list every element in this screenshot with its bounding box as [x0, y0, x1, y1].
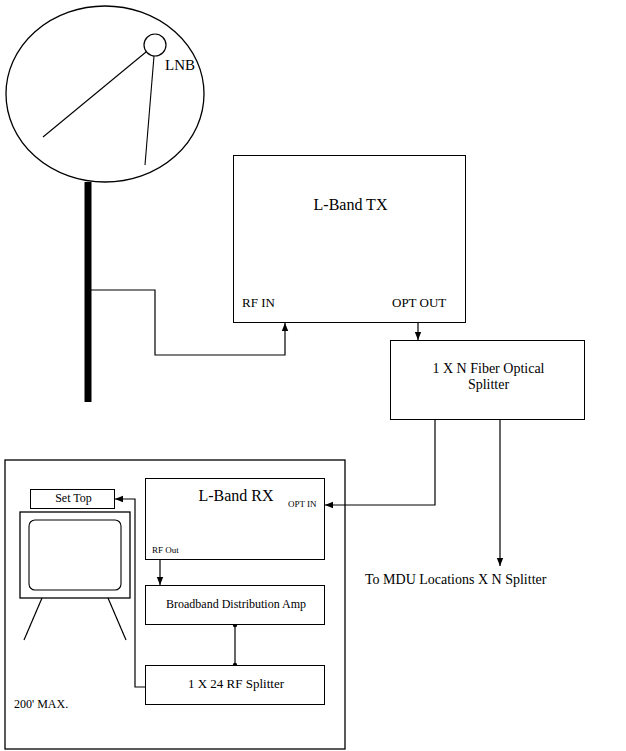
distribution-amp-box: Broadband Distribution Amp — [145, 585, 325, 625]
set-top-box: Set Top — [30, 489, 115, 509]
building-outline — [5, 460, 345, 749]
tv-leg — [108, 598, 126, 640]
satellite-dish: LNB — [5, 5, 205, 183]
node-title: Broadband Distribution Amp — [166, 598, 306, 612]
port-label: RF IN — [242, 296, 275, 311]
cable-length-note: 200' MAX. — [14, 698, 68, 712]
destination-note: To MDU Locations X N Splitter — [365, 572, 546, 588]
signal-cable — [159, 560, 160, 585]
node-title: 1 X 24 RF Splitter — [188, 677, 284, 692]
node-title: 1 X N Fiber Optical Splitter — [414, 361, 564, 393]
tv-screen — [29, 520, 121, 590]
feed-strut — [43, 52, 146, 137]
optical-splitter-box: 1 X N Fiber Optical Splitter — [390, 340, 585, 420]
dish-pole — [85, 182, 92, 402]
signal-cable — [325, 420, 435, 505]
feed-strut — [145, 56, 154, 165]
port-label: OPT OUT — [392, 296, 446, 311]
lnb-feed — [144, 34, 166, 56]
mdu-feed-line — [499, 420, 500, 566]
port-label: RF Out — [152, 545, 179, 555]
rf-splitter-box: 1 X 24 RF Splitter — [145, 665, 325, 705]
dish-reflector — [6, 6, 204, 182]
signal-cable — [417, 323, 418, 340]
transmitter-box: L-Band TX RF IN OPT OUT — [233, 155, 466, 323]
node-title: L-Band TX — [314, 196, 388, 214]
signal-cable — [234, 625, 235, 665]
receiver-box: L-Band RX OPT IN RF Out — [145, 478, 325, 560]
node-title: L-Band RX — [198, 487, 273, 505]
tv-housing — [20, 512, 130, 598]
node-title: LNB — [165, 57, 195, 74]
dish-outline — [5, 5, 205, 183]
port-label: OPT IN — [288, 499, 317, 509]
node-title: Set Top — [55, 492, 92, 506]
tv-leg — [24, 598, 42, 640]
